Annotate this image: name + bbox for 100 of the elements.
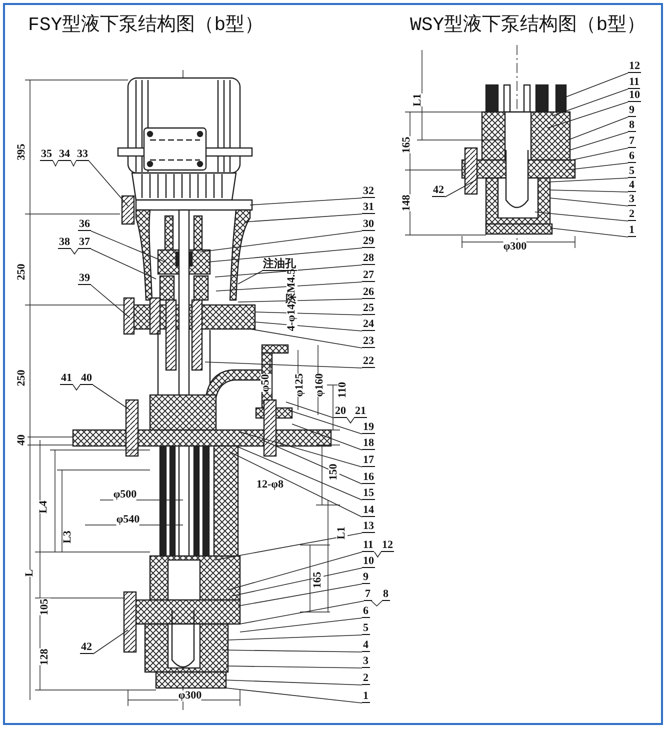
leader-line: [550, 190, 628, 192]
dimension-label: 110: [338, 382, 348, 398]
diagram-title: FSY型液下泵结构图（b型）: [28, 14, 264, 36]
callout-number: 30: [362, 219, 375, 231]
dimension-label: 12-φ8: [256, 480, 284, 490]
leader-line: [568, 116, 628, 140]
dimension-label: 165: [312, 572, 324, 588]
leader-line: [90, 230, 166, 262]
callout-number: 28: [362, 253, 375, 265]
leader-line: [566, 162, 628, 170]
callout-number: 2: [362, 673, 370, 685]
diagram-subtitle: WSY型液下泵结构图（b型）: [410, 14, 646, 36]
connector-line: [70, 248, 78, 255]
leader-line: [230, 452, 362, 518]
connector-line: [52, 160, 58, 167]
callout-number: 11: [628, 77, 640, 89]
leader-line: [292, 424, 362, 450]
callout-number: 34: [58, 149, 71, 161]
callout-number: 9: [362, 572, 370, 584]
callout-number: 6: [362, 606, 370, 618]
leader-line: [552, 88, 628, 116]
dimension-label: φ540: [116, 514, 140, 526]
leader-line: [236, 446, 362, 500]
callout-number: 21: [354, 406, 367, 418]
leader-line: [92, 384, 130, 410]
callout-number: 37: [78, 237, 91, 249]
callout-number: 12: [628, 61, 641, 73]
callout-number: 17: [362, 455, 375, 467]
leader-line: [262, 440, 362, 484]
leader-line: [214, 532, 362, 560]
leader-line: [226, 688, 362, 704]
callout-number: 18: [362, 438, 375, 450]
callout-number: 35: [40, 149, 53, 161]
callout-number: 16: [362, 472, 375, 484]
callout-number: 19: [362, 422, 375, 434]
dimension-label: 150: [328, 464, 340, 480]
callout-number: 1: [362, 691, 370, 703]
dimension-label: L3: [62, 530, 74, 544]
callout-number: 8: [628, 120, 636, 132]
callout-number: 40: [80, 373, 93, 385]
callout-number: 注油孔: [262, 259, 297, 271]
callout-number: 42: [80, 642, 93, 654]
dimension-label: φ300: [178, 690, 202, 702]
dimension-label: L1: [412, 94, 424, 106]
callout-number: 36: [78, 219, 91, 231]
leader-line: [444, 180, 476, 198]
callout-number: 5: [362, 623, 370, 635]
callout-number: 6: [628, 151, 636, 163]
leader-line: [254, 322, 362, 332]
callout-number: 10: [628, 90, 641, 102]
callout-number: 27: [362, 270, 375, 282]
dimension-label: L4: [38, 500, 50, 514]
callout-number: 42: [432, 185, 445, 197]
callout-number: 9: [628, 105, 636, 117]
callout-number: 26: [362, 287, 375, 299]
leader-line: [92, 630, 128, 654]
leader-line: [240, 432, 362, 468]
callout-number: 39: [78, 273, 91, 285]
leader-line: [216, 282, 362, 292]
callout-number: 10: [362, 556, 375, 568]
leader-line: [200, 230, 362, 252]
callout-number: 41: [60, 373, 73, 385]
dimension-label: φ125: [294, 373, 306, 397]
callout-number: 2: [628, 209, 636, 221]
callout-number: 14: [362, 505, 375, 517]
leader-line: [204, 362, 362, 368]
connector-line: [371, 600, 382, 607]
leader-line: [222, 650, 362, 652]
dimension-label: φ500: [113, 490, 137, 500]
callout-number: 11: [362, 540, 374, 552]
dimension-label: L: [24, 569, 36, 577]
leader-line: [550, 228, 628, 238]
dimension-label: 395: [16, 144, 28, 160]
callout-number: 22: [362, 356, 375, 368]
callout-number: 15: [362, 488, 375, 500]
callout-number: 12: [381, 540, 394, 552]
dimension-label: 105: [40, 598, 50, 616]
dimension-label: 40: [16, 434, 28, 446]
leader-line: [232, 568, 362, 596]
callout-number: 4: [362, 640, 370, 652]
leader-line: [214, 264, 362, 278]
leader-line: [570, 132, 628, 150]
dimension-label: 250: [16, 370, 28, 386]
leader-line: [534, 212, 628, 222]
leader-line: [548, 178, 628, 182]
leader-line: [228, 634, 362, 640]
leader-line: [238, 298, 362, 302]
connector-line: [346, 418, 354, 424]
callout-number: 24: [362, 319, 375, 331]
leader-line: [288, 410, 362, 434]
leader-line: [550, 198, 628, 206]
callout-number: 3: [362, 656, 370, 668]
leader-line: [238, 270, 262, 284]
leader-line: [548, 102, 628, 128]
leader-line: [88, 160, 128, 206]
callout-number: 4: [628, 180, 636, 192]
connector-line: [374, 552, 382, 558]
connector-line: [72, 384, 80, 391]
leader-line: [572, 148, 628, 160]
leader-line: [286, 402, 334, 418]
